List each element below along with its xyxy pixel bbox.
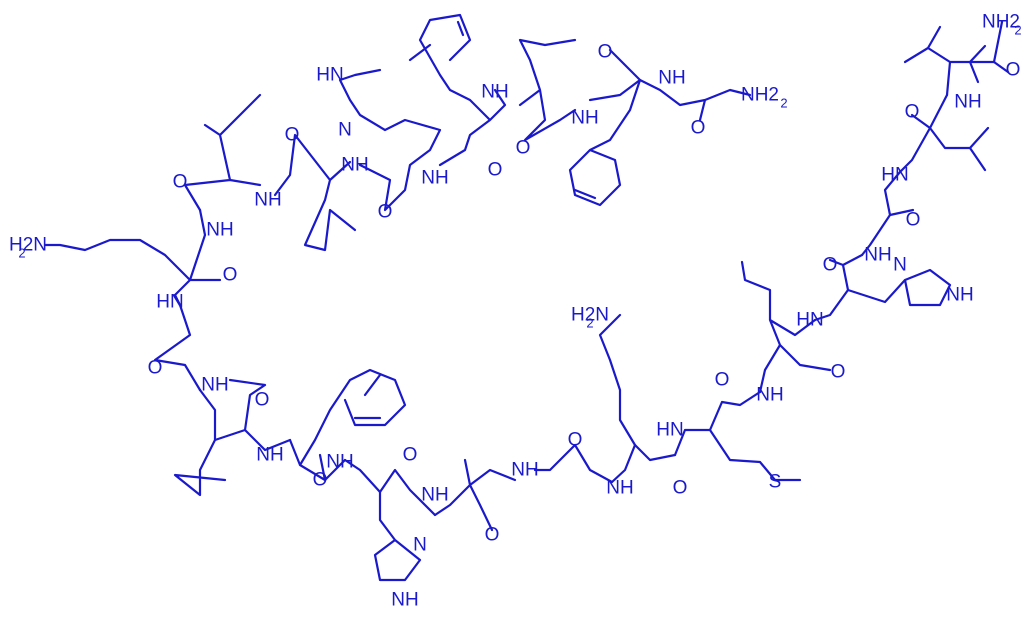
atom-label-o: O <box>691 118 706 139</box>
atom-label-o: O <box>378 202 393 223</box>
atom-label-o: O <box>598 42 613 63</box>
atom-label-nh: NH <box>206 220 233 241</box>
atom-label-nh: NH <box>606 478 633 499</box>
atom-label-n: N <box>893 255 907 276</box>
atom-label-nh: NH <box>326 452 353 473</box>
atom-label-o: O <box>905 102 920 123</box>
atom-label-o: O <box>516 138 531 159</box>
atom-label-hn: HN <box>156 292 183 313</box>
atom-label-o: O <box>673 478 688 499</box>
atom-label-nh: NH <box>658 68 685 89</box>
atom-label-hn: HN <box>316 65 343 86</box>
svg-text:NH2: NH2 <box>982 12 1020 33</box>
atom-label-o: O <box>313 470 328 491</box>
atom-label-nh: NH <box>254 190 281 211</box>
atom-label-nh: NH <box>341 155 368 176</box>
atom-label-o: O <box>403 445 418 466</box>
atom-label-o: O <box>488 160 503 181</box>
atom-label-nh: NH <box>421 485 448 506</box>
atom-label-nh: NH <box>201 375 228 396</box>
atom-label-nh: NH <box>954 92 981 113</box>
svg-text:2: 2 <box>780 96 787 111</box>
atom-label-o: O <box>906 210 921 231</box>
bond-lines <box>43 13 1010 582</box>
svg-text:N: N <box>338 120 352 141</box>
atom-label-o: O <box>255 390 270 411</box>
atom-label-nh: NH <box>571 108 598 129</box>
atom-label-hn: HN <box>656 420 683 441</box>
svg-text:2: 2 <box>1014 23 1021 38</box>
atom-label-nh: NH <box>511 460 538 481</box>
atom-label-hn: HN <box>881 165 908 186</box>
atom-label-nh: NH <box>946 285 973 306</box>
atom-label-s: S <box>769 472 782 493</box>
atom-label-nh: NH <box>256 445 283 466</box>
atom-label-nh: NH <box>391 590 418 611</box>
atom-label-o: O <box>831 362 846 383</box>
atom-label-o: O <box>285 125 300 146</box>
svg-text:NH2: NH2 <box>741 85 779 106</box>
atom-label-hn: HN <box>796 310 823 331</box>
atom-label-nh: NH <box>481 82 508 103</box>
atom-label-nh: NH <box>421 168 448 189</box>
atom-label-o: O <box>715 370 730 391</box>
atom-label-o: O <box>173 172 188 193</box>
atom-label-nh: NH <box>864 245 891 266</box>
atom-label-o: O <box>485 525 500 546</box>
atom-label-n-his3: N <box>338 120 352 141</box>
svg-text:H2N: H2N <box>9 235 47 256</box>
atom-label-o: O <box>223 265 238 286</box>
atom-label-o: O <box>568 430 583 451</box>
svg-text:2: 2 <box>586 316 593 331</box>
atom-label-nh: NH <box>756 385 783 406</box>
svg-text:H2N: H2N <box>571 305 609 326</box>
svg-text:2: 2 <box>18 246 25 261</box>
atom-label-o: O <box>1006 60 1021 81</box>
atom-label-o: O <box>148 358 163 379</box>
atom-label-o: O <box>823 255 838 276</box>
atom-label-n: N <box>413 535 427 556</box>
